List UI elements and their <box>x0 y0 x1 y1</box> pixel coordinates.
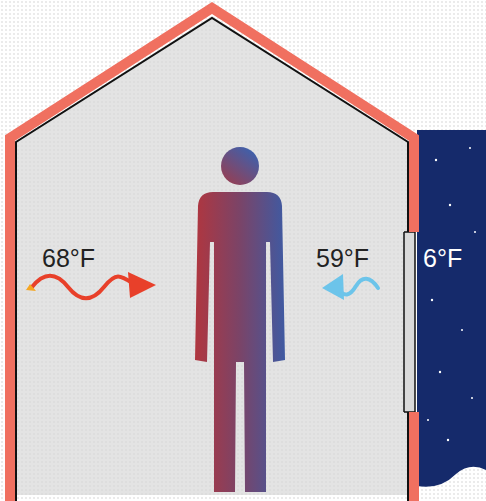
warm-air-arrow <box>32 276 134 299</box>
warm-arrow-head <box>128 272 156 298</box>
person-head <box>221 147 259 185</box>
warm-arrow-tail <box>26 284 36 291</box>
cold-arrow-head <box>322 274 344 300</box>
stars <box>427 147 476 441</box>
window-frame <box>404 232 415 412</box>
temperature-label: 6°F <box>423 243 462 273</box>
house-wall <box>10 8 414 501</box>
temperature-label: 59°F <box>316 243 369 273</box>
house-inner-line <box>16 18 408 501</box>
night-sky <box>417 130 486 487</box>
cold-draft-arrow <box>338 279 378 295</box>
temperature-label: 68°F <box>42 243 95 273</box>
person-body <box>195 192 285 492</box>
interior-texture <box>15 16 408 495</box>
window-pane <box>404 232 415 412</box>
house-interior <box>15 16 408 495</box>
